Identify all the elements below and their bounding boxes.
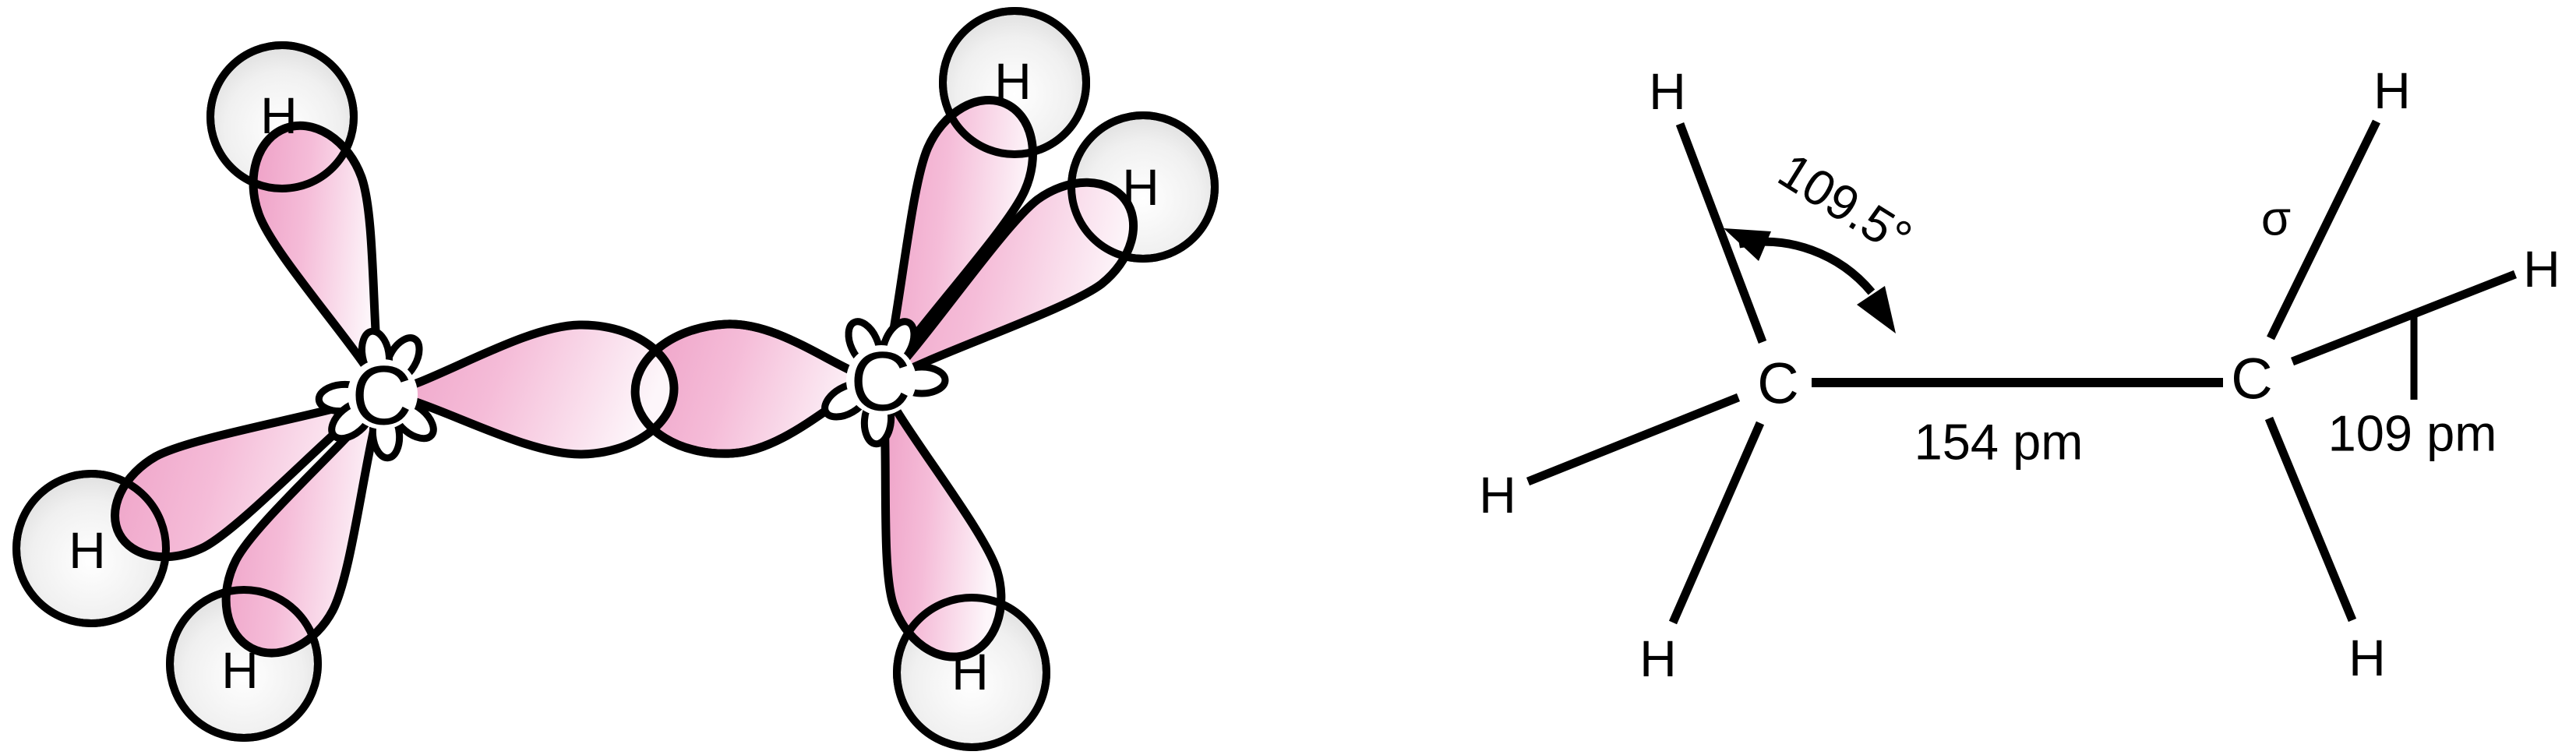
- hydrogen-label: H: [2348, 629, 2386, 686]
- bond-c2-h-bottom: [2264, 416, 2357, 623]
- hydrogen-label: H: [994, 52, 1032, 110]
- h-sphere-ring: [206, 41, 358, 192]
- carbon-label: C: [850, 334, 911, 429]
- carbon-halo-right: [846, 345, 916, 415]
- bond-c1-h-lowerleft: [1526, 393, 1741, 486]
- ch-bond-length-label: 109 pm: [2328, 405, 2497, 462]
- bond-c2-h-topright: [2267, 119, 2380, 340]
- h-sphere-ring: [939, 7, 1090, 158]
- structural-formula-diagram: C C H H H H H H 109.5° 154 pm 109 pm σ: [1479, 62, 2560, 687]
- hydrogen-label: H: [2523, 240, 2560, 298]
- h-sphere-ring: [1067, 111, 1219, 263]
- carbon-halo-left: [348, 359, 418, 429]
- carbon-label: C: [2231, 347, 2272, 411]
- hydrogen-label: H: [1639, 630, 1677, 687]
- h-sphere-ring: [893, 594, 1050, 751]
- orbital-lobe-ch: [878, 95, 1037, 385]
- bond-c2-h-midright: [2290, 270, 2518, 366]
- hydrogen-label: H: [260, 86, 298, 144]
- hydrogen-label: H: [221, 641, 259, 699]
- orbital-lobe-sigma-right-outline: [630, 319, 884, 458]
- orbital-lobe-ch: [111, 390, 385, 562]
- hydrogen-label: H: [1122, 158, 1159, 216]
- hydrogen-label: H: [1479, 466, 1516, 524]
- arrowhead-lower: [1857, 286, 1896, 333]
- hydrogen-label: H: [951, 643, 989, 700]
- orbital-lobe-ch: [877, 379, 1006, 662]
- hydrogen-label: H: [2373, 62, 2411, 119]
- bond-c1-h-bottom: [1668, 421, 1765, 625]
- hydrogen-label: H: [69, 521, 106, 579]
- cc-bond-length-label: 154 pm: [1914, 414, 2084, 471]
- sp3-orbital-lobes: [111, 95, 1138, 662]
- orbital-lobe-sigma-left: [379, 320, 679, 459]
- carbon-label: C: [351, 348, 412, 443]
- orbital-lobe-ch: [880, 178, 1138, 386]
- sigma-bond-label: σ: [2261, 192, 2291, 246]
- orbital-overlap-diagram: C C H H H H H H: [12, 7, 1219, 751]
- hydrogen-label: H: [1649, 62, 1686, 120]
- bond-c1-h-topleft: [1675, 122, 1767, 344]
- hydrogen-sphere-outlines: [12, 7, 1219, 751]
- h-sphere-ring: [12, 470, 170, 627]
- h-sphere-ring: [166, 586, 322, 742]
- orbital-lobe-ch: [221, 390, 388, 658]
- carbon-label: C: [1757, 351, 1798, 416]
- arrowhead-upper: [1724, 228, 1771, 261]
